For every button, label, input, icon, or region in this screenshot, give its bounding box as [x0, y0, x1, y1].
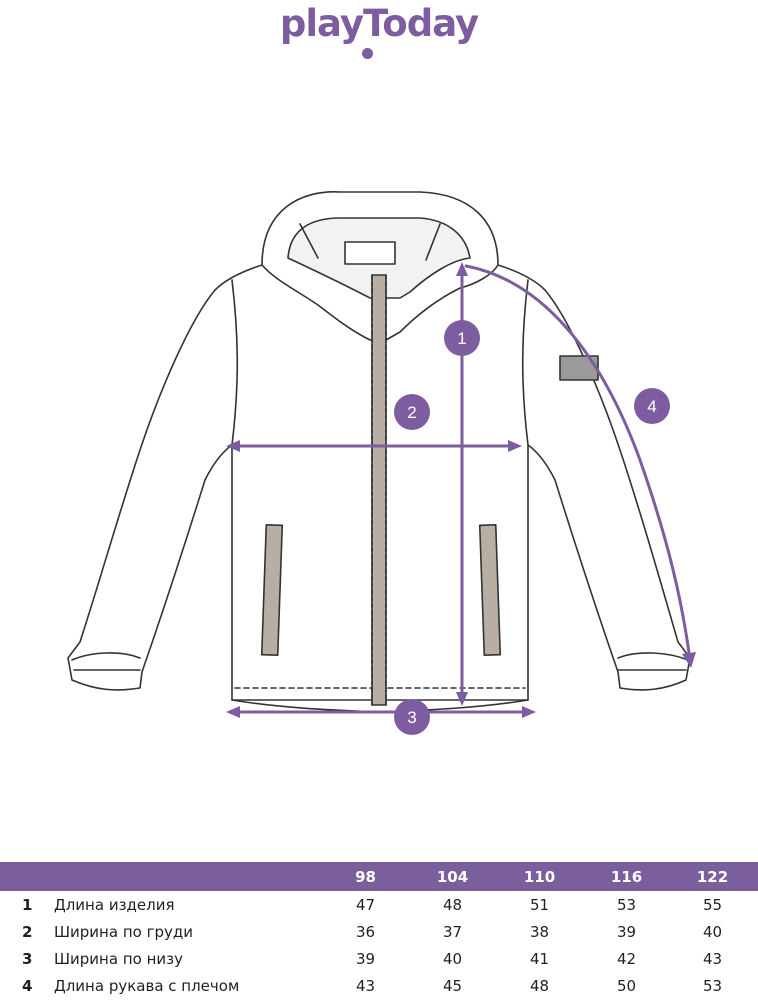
row-label: Длина рукава с плечом [54, 976, 240, 995]
badge-1-label: 1 [457, 329, 466, 348]
row-label: Длина изделия [54, 895, 175, 914]
size-header: 116 [610, 867, 643, 886]
table-cell: 42 [616, 949, 637, 968]
table-cell: 47 [355, 895, 376, 914]
table-cell: 51 [529, 895, 550, 914]
badge-2: 2 [394, 394, 430, 430]
size-table-header: 98 104 110 116 122 [0, 862, 758, 891]
table-cell: 43 [355, 976, 376, 995]
body-right [377, 264, 691, 713]
table-cell: 39 [616, 922, 637, 941]
row-number: 1 [22, 895, 33, 914]
table-cell: 53 [616, 895, 637, 914]
table-row: 1 Длина изделия 47 48 51 53 55 [0, 891, 758, 918]
table-cell: 45 [442, 976, 463, 995]
row-label: Ширина по низу [54, 949, 183, 968]
measure-line-sleeve [464, 264, 692, 662]
table-row: 4 Длина рукава с плечом 43 45 48 50 53 [0, 972, 758, 999]
table-cell: 48 [529, 976, 550, 995]
row-label: Ширина по груди [54, 922, 193, 941]
table-row: 3 Ширина по низу 39 40 41 42 43 [0, 945, 758, 972]
table-cell: 37 [442, 922, 463, 941]
table-cell: 39 [355, 949, 376, 968]
table-cell: 40 [702, 922, 723, 941]
hood-outline [261, 191, 499, 341]
badge-4-label: 4 [647, 397, 656, 416]
table-cell: 41 [529, 949, 550, 968]
size-header: 122 [696, 867, 729, 886]
table-cell: 55 [702, 895, 723, 914]
badge-3-label: 3 [407, 708, 416, 727]
row-number: 3 [22, 949, 33, 968]
brand-logo-text: playToday [279, 2, 479, 45]
size-header: 98 [355, 867, 376, 886]
size-table: 98 104 110 116 122 1 Длина изделия 47 48… [0, 862, 758, 999]
size-header: 110 [523, 867, 556, 886]
jacket-drawing: 1 2 3 4 [67, 191, 696, 735]
table-cell: 43 [702, 949, 723, 968]
badge-4: 4 [634, 388, 670, 424]
badge-3: 3 [394, 699, 430, 735]
table-cell: 53 [702, 976, 723, 995]
brand-logo-dot [362, 48, 373, 59]
body-left [67, 264, 379, 713]
size-header: 104 [436, 867, 469, 886]
table-cell: 38 [529, 922, 550, 941]
table-cell: 50 [616, 976, 637, 995]
table-row: 2 Ширина по груди 36 37 38 39 40 [0, 918, 758, 945]
table-cell: 48 [442, 895, 463, 914]
row-number: 4 [22, 976, 33, 995]
table-cell: 36 [355, 922, 376, 941]
brand-logo: playToday [0, 0, 758, 60]
badge-1: 1 [444, 320, 480, 356]
table-cell: 40 [442, 949, 463, 968]
badge-2-label: 2 [407, 403, 416, 422]
row-number: 2 [22, 922, 33, 941]
